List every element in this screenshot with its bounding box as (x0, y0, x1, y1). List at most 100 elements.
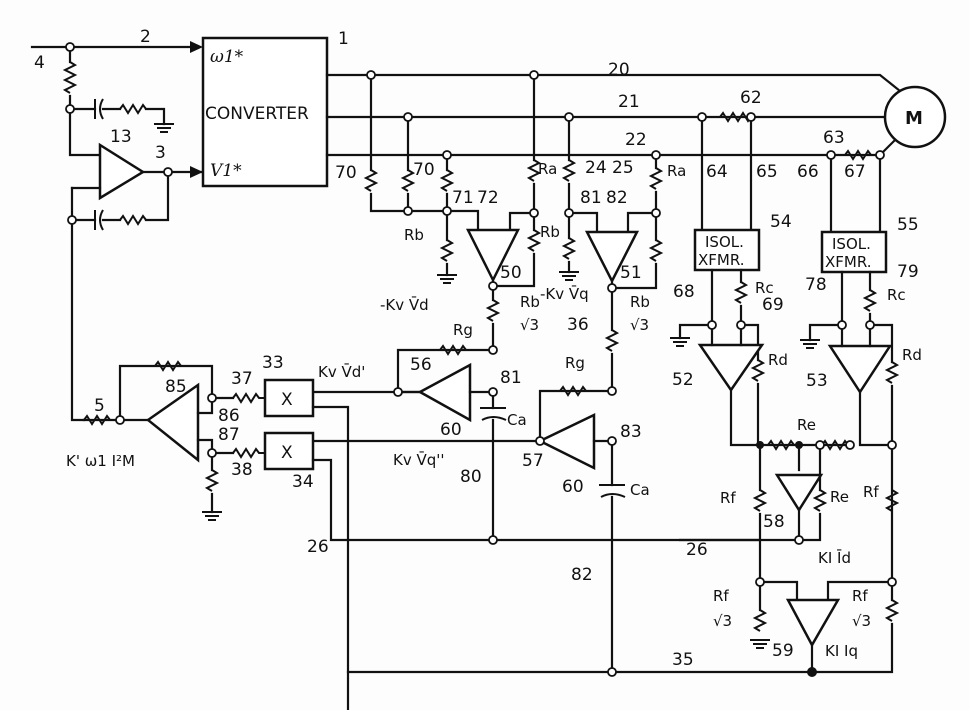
svg-text:21: 21 (618, 92, 640, 112)
svg-text:Rb: Rb (630, 293, 650, 311)
svg-text:KI Iq: KI Iq (825, 642, 858, 660)
svg-text:63: 63 (823, 128, 845, 148)
labels: 2 1 4 13 3 20 21 22 62 63 64 65 66 67 54… (34, 27, 922, 670)
motor (883, 85, 947, 149)
svg-text:60: 60 (440, 420, 462, 440)
svg-text:35: 35 (672, 650, 694, 670)
svg-text:ISOL.: ISOL. (832, 235, 871, 253)
svg-text:Ca: Ca (630, 481, 650, 499)
svg-text:Rc: Rc (755, 279, 774, 297)
svg-text:XFMR.: XFMR. (698, 251, 745, 269)
svg-text:20: 20 (608, 60, 630, 80)
svg-text:62: 62 (740, 88, 762, 108)
svg-text:Rc: Rc (887, 286, 906, 304)
svg-text:√3: √3 (713, 612, 732, 630)
svg-text:56: 56 (410, 355, 432, 375)
svg-text:80: 80 (460, 467, 482, 487)
svg-text:Re: Re (830, 488, 849, 506)
svg-text:Ra: Ra (667, 162, 686, 180)
converter-label: CONVERTER (205, 104, 309, 124)
amplifier-59 (785, 598, 841, 648)
input-section (30, 41, 205, 422)
svg-text:22: 22 (625, 130, 647, 150)
svg-text:51: 51 (620, 263, 642, 283)
resistor-63 (844, 149, 872, 161)
svg-text:X: X (281, 443, 293, 463)
resistor (119, 103, 147, 115)
svg-text:82: 82 (606, 188, 628, 208)
input-omega-label: ω1* (210, 47, 244, 67)
line-22 (325, 138, 897, 157)
svg-text:√3: √3 (852, 612, 871, 630)
amplifier-85 (145, 382, 200, 463)
amplifier-57 (537, 413, 596, 471)
svg-text:81: 81 (580, 188, 602, 208)
svg-text:26: 26 (307, 537, 329, 557)
svg-text:68: 68 (673, 282, 695, 302)
svg-text:24: 24 (585, 158, 607, 178)
svg-text:KI Īd: KI Īd (818, 549, 851, 567)
multiplier-34 (263, 431, 315, 471)
converter-block: ω1* CONVERTER V1* (201, 36, 329, 188)
svg-text:57: 57 (522, 451, 544, 471)
svg-text:Rf: Rf (852, 587, 868, 605)
svg-text:50: 50 (500, 263, 522, 283)
amplifier-52 (697, 343, 765, 393)
motor-label: M (905, 108, 923, 129)
svg-text:85: 85 (165, 377, 187, 397)
svg-text:Rf: Rf (720, 489, 736, 507)
svg-text:67: 67 (844, 162, 866, 182)
svg-text:Rd: Rd (768, 351, 788, 369)
svg-text:60: 60 (562, 477, 584, 497)
svg-text:59: 59 (772, 641, 794, 661)
svg-text:53: 53 (806, 371, 828, 391)
voltage-sense (363, 70, 664, 393)
svg-text:1: 1 (338, 29, 349, 49)
svg-text:70: 70 (413, 160, 435, 180)
svg-text:65: 65 (756, 162, 778, 182)
amplifier-58 (774, 473, 824, 513)
svg-text:Kv V̄q'': Kv V̄q'' (393, 450, 445, 469)
isol-xfmr-55 (820, 230, 888, 274)
svg-text:Ra: Ra (538, 160, 557, 178)
svg-text:83: 83 (620, 422, 642, 442)
resistor-4 (62, 61, 78, 94)
svg-text:Ca: Ca (507, 411, 527, 429)
svg-text:√3: √3 (520, 316, 539, 334)
svg-text:3: 3 (155, 143, 166, 163)
svg-text:-Kv V̄d: -Kv V̄d (380, 295, 429, 314)
svg-text:ISOL.: ISOL. (705, 233, 744, 251)
phase-lines: M (325, 73, 947, 157)
multiplier-33 (263, 378, 315, 418)
svg-text:58: 58 (763, 512, 785, 532)
svg-text:Rb: Rb (540, 223, 560, 241)
svg-text:K' ω1 I²M: K' ω1 I²M (66, 452, 135, 470)
svg-text:71: 71 (452, 188, 474, 208)
svg-text:38: 38 (231, 460, 253, 480)
svg-text:26: 26 (686, 540, 708, 560)
arrow-icon (190, 41, 203, 53)
svg-text:Rf: Rf (863, 483, 879, 501)
svg-text:66: 66 (797, 162, 819, 182)
svg-text:4: 4 (34, 53, 45, 73)
svg-text:72: 72 (477, 188, 499, 208)
svg-text:70: 70 (335, 163, 357, 183)
line-20 (325, 73, 907, 97)
amplifier-50 (465, 228, 521, 283)
amplifier-13 (98, 142, 146, 201)
svg-text:Rg: Rg (453, 321, 473, 339)
svg-text:X: X (281, 390, 293, 410)
svg-text:37: 37 (231, 369, 253, 389)
resistor-Re (767, 439, 795, 451)
input-v-label: V1* (210, 161, 242, 181)
isol-xfmr-54 (693, 228, 761, 272)
svg-text:Rf: Rf (713, 587, 729, 605)
current-sense: ISOL. XFMR. ISOL. XFMR. (670, 111, 900, 677)
svg-text:Rb: Rb (520, 293, 540, 311)
svg-text:Rd: Rd (902, 346, 922, 364)
capacitor (94, 98, 104, 120)
control-section: X X (82, 344, 814, 710)
svg-text:Kv V̄d': Kv V̄d' (318, 362, 365, 381)
